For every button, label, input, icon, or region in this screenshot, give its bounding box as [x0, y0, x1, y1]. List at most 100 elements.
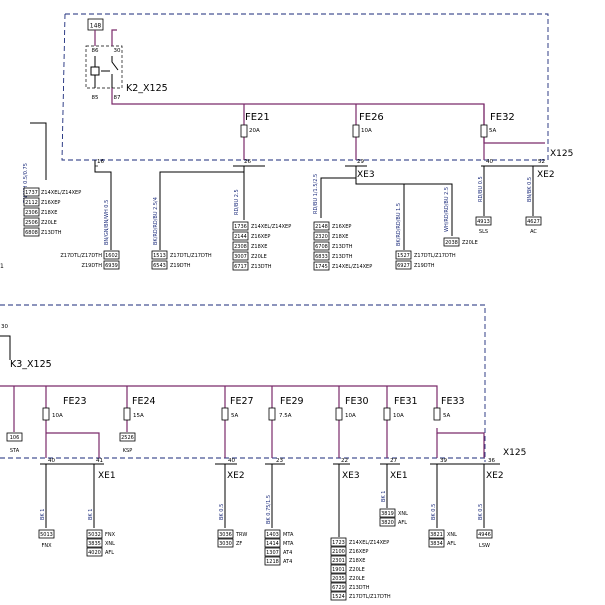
fuse-fe30: FE30 10A	[335, 386, 369, 458]
box-3030-lbl: ZF	[236, 541, 242, 547]
box-2035-lbl: Z20LE	[349, 576, 365, 582]
box-3819	[379, 508, 396, 518]
box-4020	[86, 547, 103, 557]
box-1403	[264, 529, 281, 539]
box-3819-num: 3819	[381, 511, 394, 517]
fuse-fe27-rating: 5A	[231, 413, 238, 419]
connector-xe2-top: XE2	[537, 170, 555, 180]
relay-label-k2: K2_X125	[126, 83, 168, 94]
connector-xe3-b: XE3	[342, 471, 360, 481]
fuse-fe21-body	[240, 124, 248, 138]
box-1524	[330, 591, 347, 601]
left-box-2506-num: 2506	[25, 220, 38, 226]
relay-k2	[85, 45, 123, 89]
relay-pin-87: 87	[114, 95, 121, 101]
box-1307	[264, 547, 281, 557]
box-2320	[313, 231, 330, 241]
box-1745	[313, 261, 330, 271]
box-6543-num: 6543	[153, 263, 166, 269]
box-1513-num: 1513	[153, 253, 166, 259]
wire-fnx-1-label: BK 1	[40, 509, 46, 520]
box-6708	[313, 241, 330, 251]
box-2144-num: 2144	[234, 234, 247, 240]
connector-x125-top: X125	[550, 149, 573, 159]
box-3835-num: 3835	[88, 541, 101, 547]
fuse-fe31-name: FE31	[394, 396, 418, 407]
wire-bkrd-label: BK/RD/RD/BU 2.5/4	[153, 197, 159, 245]
box-3834-num: 3834	[430, 541, 443, 547]
pin-29: 29	[357, 159, 364, 165]
box-3834	[428, 538, 445, 548]
box-6833-lbl: Z13DTH	[332, 254, 353, 260]
box-1745-lbl: Z14XEL/Z14XEP	[332, 264, 372, 270]
cut-text: 1	[0, 263, 4, 270]
box-5013	[38, 529, 55, 539]
wire-rdbu-2-label: RD/BU 1/1.5/2.5	[313, 174, 319, 214]
fuse-fe32-rating: 5A	[489, 128, 496, 134]
left-box-6808-num: 6808	[25, 230, 38, 236]
x125-bottom-frame-right	[0, 304, 486, 462]
box-4020-num: 4020	[88, 550, 101, 556]
fuse-fe21: FE21 20A	[240, 112, 270, 138]
box-4913	[475, 216, 492, 226]
box-6543-lbl: Z19DTH	[170, 263, 191, 269]
box-6543	[151, 260, 168, 270]
left-box-2506	[23, 217, 40, 227]
wire-rdbu-2	[320, 166, 357, 218]
box-6729-num: 6729	[332, 585, 345, 591]
left-box-6808-lbl: Z13DTH	[41, 230, 62, 236]
relay-contact	[94, 56, 119, 88]
box-2100-lbl: Z16XEP	[349, 549, 368, 555]
box-1524-num: 1524	[332, 594, 345, 600]
box-3036-lbl: TRW	[235, 532, 247, 538]
relay-k3-edge	[0, 335, 11, 360]
box-2038	[443, 237, 460, 247]
fuse-fe32: FE32 5A	[480, 112, 515, 138]
box-2038-num: 2038	[445, 240, 458, 246]
rdbu-2-boxes: 2148 Z16XEP 2320 Z18XE 6708 Z13DTH 6833 …	[313, 221, 372, 271]
fuse-fe33: FE33 5A	[433, 396, 465, 421]
fuse-fe24-name: FE24	[132, 396, 156, 407]
relay-pin-86: 86	[92, 48, 99, 54]
box-106	[6, 432, 23, 442]
box-3820	[379, 517, 396, 527]
box-2148-num: 2148	[315, 224, 328, 230]
fuse-fe33-name: FE33	[441, 396, 465, 407]
box-6708-lbl: Z13DTH	[332, 244, 353, 250]
connector-xe3-top: XE3	[357, 170, 375, 180]
box-1307-num: 1307	[266, 550, 279, 556]
box-4946-num: 4946	[478, 532, 491, 538]
fuse-fe23-rating: 10A	[52, 413, 63, 419]
relay-box-148-label: 148	[90, 23, 102, 30]
box-3007-lbl: Z20LE	[251, 254, 267, 260]
box-3820-lbl: AFL	[398, 520, 407, 526]
pin-40: 40	[486, 159, 493, 165]
fe30-boxes: 1723 Z14XEL/Z14XEP 2100 Z16XEP 2301 Z18X…	[330, 537, 391, 601]
pin-b-41: 41	[96, 458, 103, 464]
box-3819-lbl: XNL	[398, 511, 408, 517]
fnx-2-boxes: 5032 FNX 3835 XNL 4020 AFL	[86, 529, 116, 557]
bottom-section: 30 K3_X125 106 STA FE23 10A FE24 15A 252…	[0, 304, 526, 601]
box-2148	[313, 221, 330, 231]
left-box-1737	[23, 187, 40, 197]
fuse-fe27-body	[221, 407, 229, 421]
fuse-fe27: FE27 5A	[221, 386, 254, 458]
box-3821-num: 3821	[430, 532, 443, 538]
wire-trw-label: BK 0.5	[219, 504, 225, 520]
box-5032-lbl: FNX	[105, 532, 116, 538]
pin-b-36: 36	[488, 458, 495, 464]
relay-30-wire	[111, 29, 117, 46]
left-box-2112-num: 2112	[25, 200, 38, 206]
box-2526-num: 2526	[121, 435, 134, 441]
wire-bkrd-2-label: BK/RD/RD/BU 1.5	[396, 203, 402, 246]
box-1524-lbl: Z17DTL/Z17DTH	[349, 594, 391, 600]
top-section: 148 86 30 85 87 K2_X125 FE21 20A FE26 10…	[0, 13, 573, 271]
box-3007-num: 3007	[234, 254, 247, 260]
box-2144	[232, 231, 249, 241]
box-2144-lbl: Z16XEP	[251, 234, 270, 240]
wire-bkrd	[159, 166, 245, 250]
box-2301-lbl: Z18XE	[349, 558, 365, 564]
box-1527	[395, 250, 412, 260]
wire-bnbk-ac-label: BN/BK 0.5	[527, 177, 533, 202]
